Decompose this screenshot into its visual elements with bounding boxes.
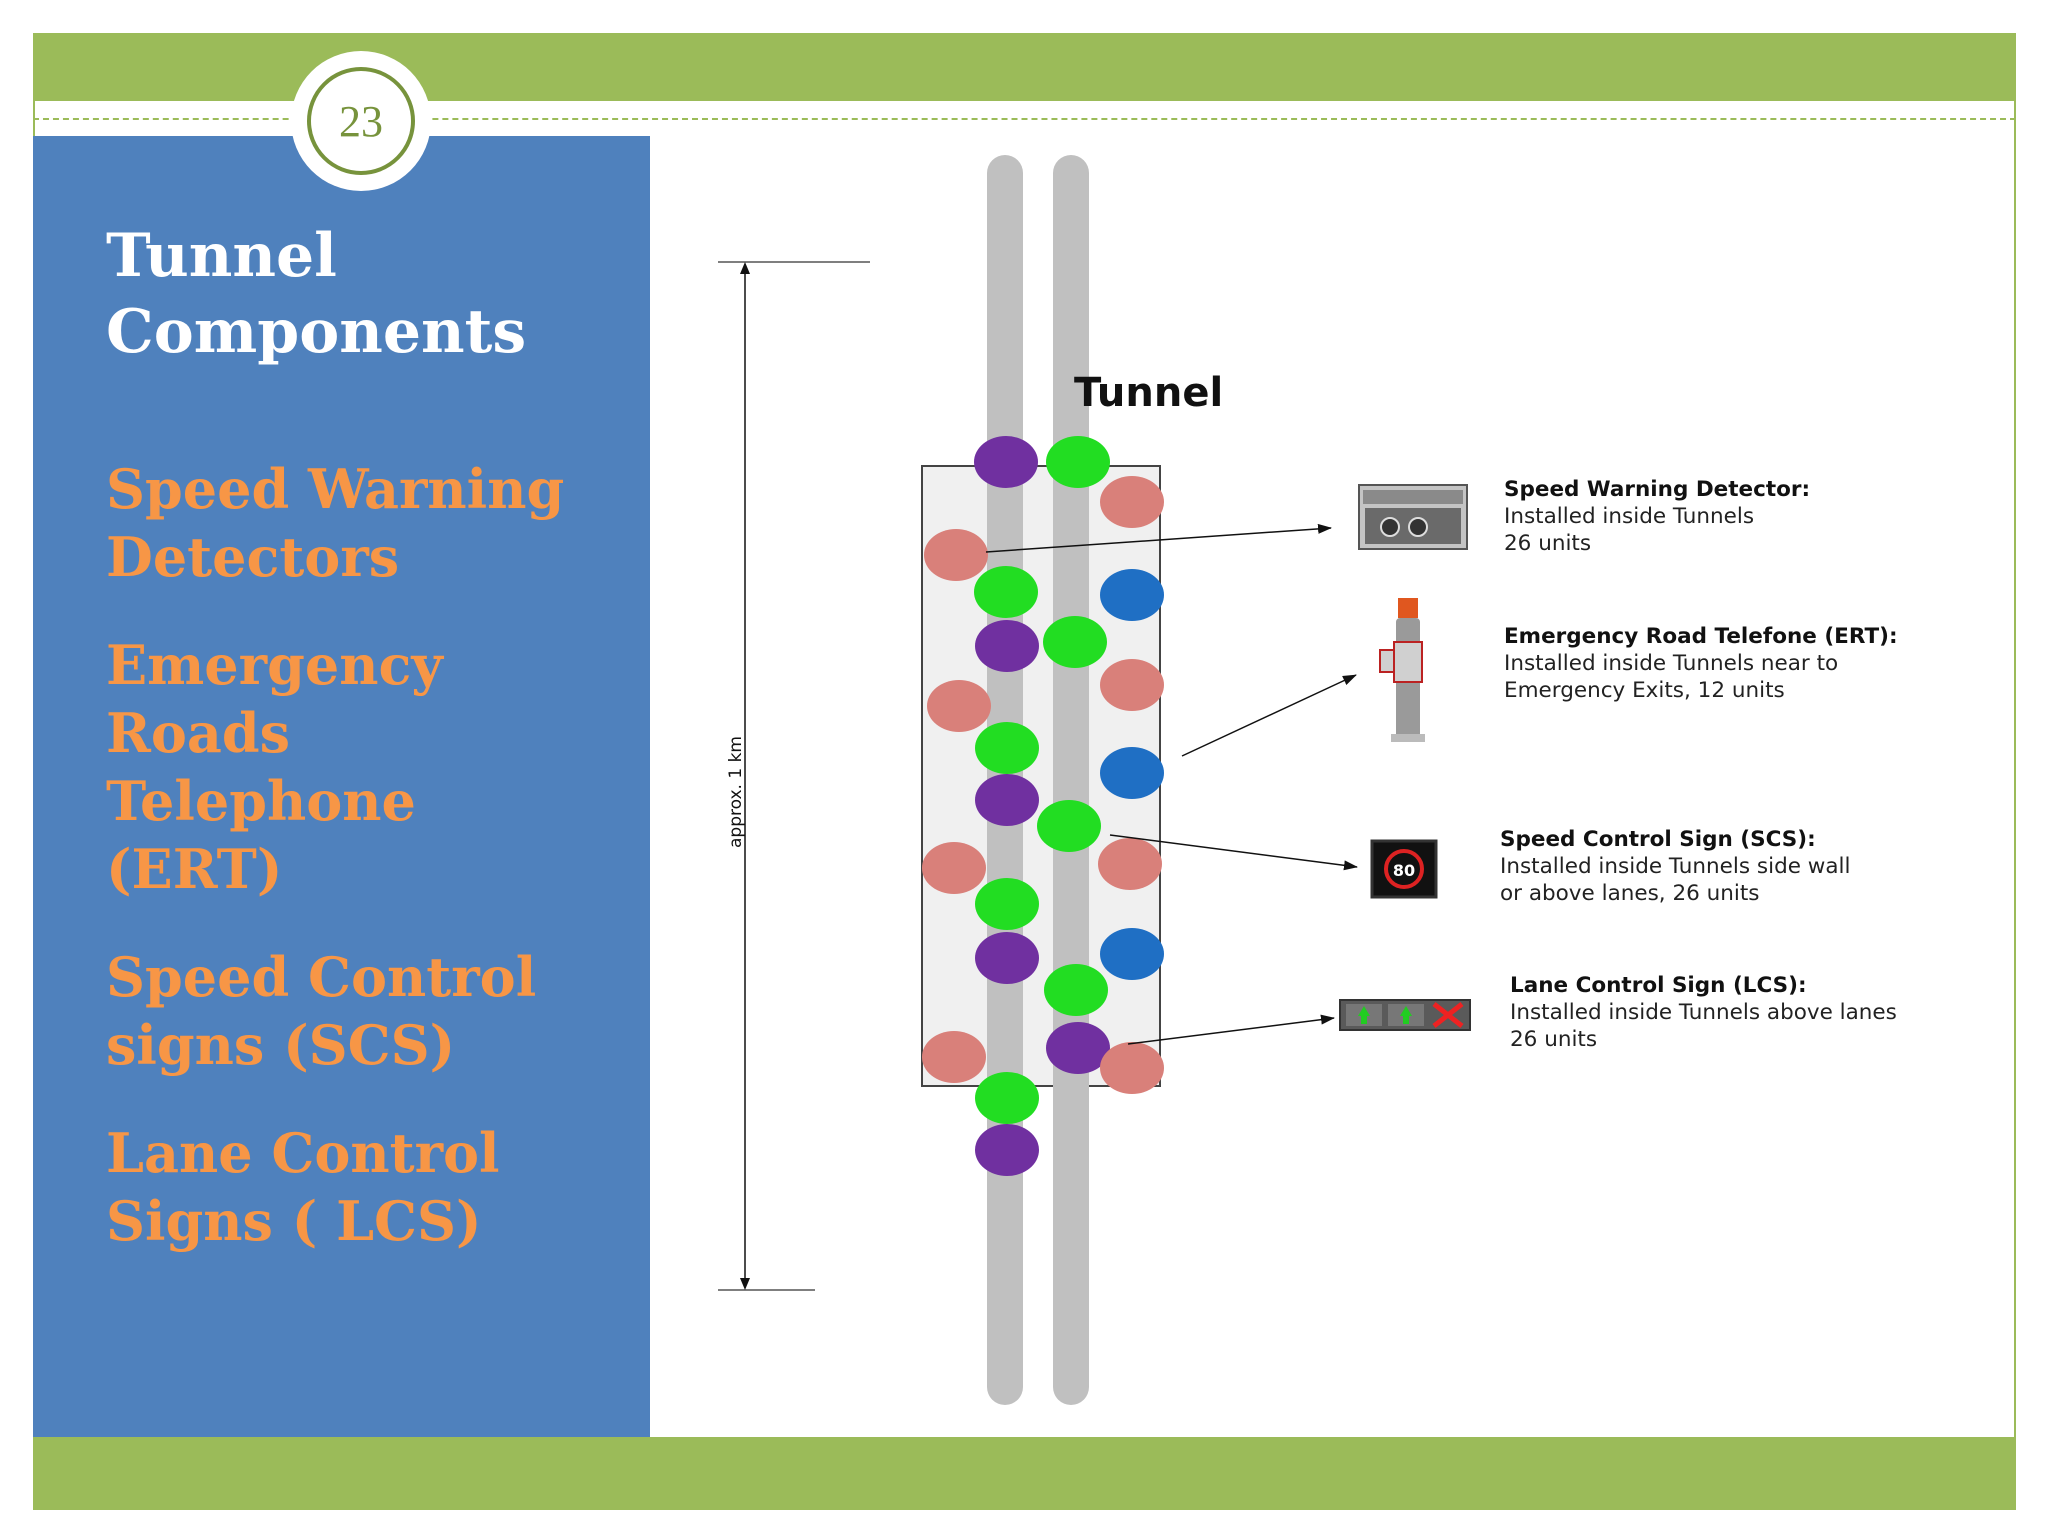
device-dot-green: [1046, 436, 1110, 488]
device-dot-salmon: [924, 529, 988, 581]
slide-number: 23: [339, 96, 383, 146]
device-dot-purple: [974, 436, 1038, 488]
arrow-scs: [1109, 834, 1358, 871]
device-dot-green: [974, 566, 1038, 618]
bottom-band: [33, 1437, 2016, 1510]
callout-title: Emergency Road Telefone (ERT):: [1504, 624, 1898, 649]
callout-scs: Speed Control Sign (SCS): Installed insi…: [1500, 826, 1851, 907]
tunnel-diagram: 80 Tunnel approx. 1 km Speed Warning Det…: [650, 120, 2016, 1437]
device-dot-green: [975, 722, 1039, 774]
callout-title: Speed Warning Detector:: [1504, 477, 1811, 502]
measure-arrow-down: [740, 1278, 750, 1290]
callout-speed-warning: Speed Warning Detector: Installed inside…: [1504, 476, 1810, 557]
callout-title: Lane Control Sign (LCS):: [1510, 973, 1807, 998]
device-dot-blue: [1100, 928, 1164, 980]
slide-title: Tunnel Components: [106, 221, 527, 367]
callout-ert: Emergency Road Telefone (ERT): Installed…: [1504, 623, 1898, 704]
callout-line: 26 units: [1504, 531, 1592, 556]
device-dot-salmon: [1098, 838, 1162, 890]
callout-line: Installed inside Tunnels side wall: [1500, 854, 1851, 879]
callout-line: 26 units: [1510, 1027, 1598, 1052]
arrow-speed-warning: [985, 523, 1332, 553]
device-dot-salmon: [1100, 1042, 1164, 1094]
slide-number-ring: 23: [307, 67, 415, 175]
callout-line: Installed inside Tunnels: [1504, 504, 1755, 529]
device-dot-salmon: [922, 1031, 986, 1083]
device-dot-salmon: [927, 680, 991, 732]
dashed-divider: [33, 118, 2016, 120]
device-dot-purple: [1046, 1022, 1110, 1074]
tunnel-label: Tunnel: [1074, 370, 1224, 416]
length-label: approx. 1 km: [726, 736, 746, 848]
speed-control-sign-icon: 80: [1370, 839, 1438, 899]
callout-line: Installed inside Tunnels near to: [1504, 651, 1839, 676]
component-item-scs: Speed Control signs (SCS): [106, 945, 537, 1077]
device-dot-blue: [1100, 569, 1164, 621]
device-dot-purple: [975, 620, 1039, 672]
arrow-lcs: [1127, 1014, 1335, 1045]
arrow-ert: [1181, 674, 1357, 757]
speed-warning-detector-icon: [1358, 484, 1468, 550]
lane-right: [1053, 155, 1089, 1405]
left-panel: [33, 136, 650, 1437]
device-dot-blue: [1100, 747, 1164, 799]
tunnel-diagram-svg: 80: [718, 155, 1471, 1405]
callout-lcs: Lane Control Sign (LCS): Installed insid…: [1510, 972, 1897, 1053]
component-item-swd: Speed Warning Detectors: [106, 457, 565, 589]
device-dot-green: [1037, 800, 1101, 852]
device-dot-salmon: [1100, 659, 1164, 711]
device-dot-green: [975, 878, 1039, 930]
device-dot-purple: [975, 774, 1039, 826]
device-dot-purple: [975, 1124, 1039, 1176]
callout-line: Emergency Exits, 12 units: [1504, 678, 1785, 703]
lane-control-sign-icon: [1339, 999, 1471, 1031]
callout-line: Installed inside Tunnels above lanes: [1510, 1000, 1897, 1025]
device-dot-purple: [975, 932, 1039, 984]
callout-line: or above lanes, 26 units: [1500, 881, 1760, 906]
component-item-ert: Emergency Roads Telephone (ERT): [106, 633, 443, 901]
measure-arrow-up: [740, 262, 750, 274]
device-dot-salmon: [922, 842, 986, 894]
component-item-lcs: Lane Control Signs ( LCS): [106, 1121, 500, 1253]
emergency-telephone-icon: [1379, 598, 1425, 742]
speed-sign-value: 80: [1393, 861, 1415, 880]
device-dot-green: [975, 1072, 1039, 1124]
component-list: Speed Warning Detectors Emergency Roads …: [106, 455, 646, 1295]
device-dot-green: [1044, 964, 1108, 1016]
device-dot-green: [1043, 616, 1107, 668]
callout-title: Speed Control Sign (SCS):: [1500, 827, 1816, 852]
device-dot-salmon: [1100, 476, 1164, 528]
